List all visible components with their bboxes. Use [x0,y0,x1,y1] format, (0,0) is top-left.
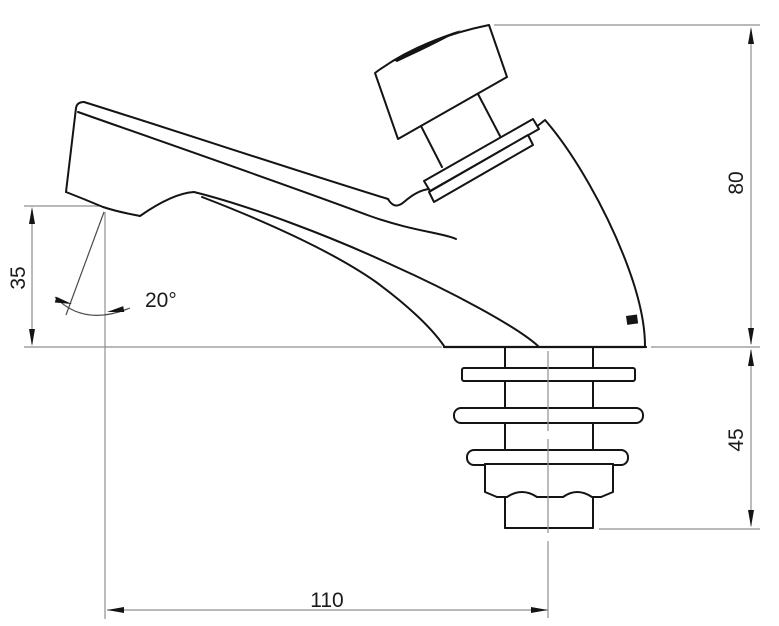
arrowhead [107,607,124,613]
body-front-edge [201,196,445,347]
dim-label-angle: 20° [145,289,177,312]
backnut-right-edge [600,463,614,498]
button-stem-right-edge [477,93,501,137]
arrowhead [107,306,125,313]
arrowhead [748,27,754,44]
dim-label-35: 35 [7,266,30,289]
arrowhead [54,296,72,304]
dimension-35: 35 [7,207,35,346]
body-outline [442,119,648,349]
backnut-body [485,464,613,497]
button-cap [374,24,508,140]
angle-reference-line [65,211,105,316]
spout-top-ridge [83,101,389,200]
dim-label-110: 110 [310,589,343,612]
dim-label-45: 45 [725,428,748,451]
button-cap-logo-mark [393,30,461,62]
spout-tip-left-edge [65,101,85,193]
dimension-80: 80 [725,27,754,345]
arrowhead [29,329,35,346]
button-collar-plate [428,134,534,203]
spout-ridge-step [387,188,430,207]
button-flange [423,118,540,192]
arrowhead [531,607,548,613]
dim-label-80: 80 [725,171,748,194]
spout-outline [65,101,539,347]
button-stem-left-edge [420,125,443,168]
arrowhead [748,349,754,366]
backnut-left-edge [484,463,498,498]
dimension-45: 45 [725,349,754,527]
push-button [374,24,540,203]
arrowhead [29,207,35,224]
spout-underside [102,191,539,347]
extension-lines [24,24,760,619]
dimension-110: 110 [107,589,548,613]
arrowhead [748,510,754,527]
backnut-hex-facet-arcs [506,491,593,498]
spout-side-crease [77,111,457,240]
body-logo-mark [626,314,639,325]
arrowhead [748,328,754,345]
spout-mouth [65,191,104,208]
body-dome-edge [534,119,646,347]
angle-dimension-20: 20° [54,211,177,316]
